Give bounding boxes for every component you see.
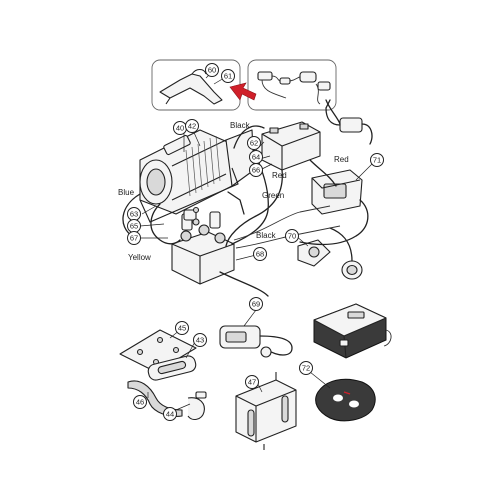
callout-43: 43 bbox=[193, 333, 207, 347]
callout-67: 67 bbox=[127, 231, 141, 245]
control-module bbox=[311, 169, 363, 215]
wire-label-black-low: Black bbox=[256, 231, 277, 240]
mounting-plate bbox=[119, 329, 197, 373]
callout-70: 70 bbox=[285, 229, 299, 243]
callout-71: 71 bbox=[370, 153, 384, 167]
callout-61: 61 bbox=[221, 69, 235, 83]
callout-47: 47 bbox=[245, 375, 259, 389]
callout-44: 44 bbox=[163, 407, 177, 421]
winch-assembly bbox=[139, 129, 255, 223]
wire-label-blue: Blue bbox=[118, 188, 135, 197]
callout-64: 64 bbox=[249, 150, 263, 164]
rocker-switch bbox=[297, 239, 331, 267]
wireless-control-box bbox=[313, 303, 392, 359]
hook-strap bbox=[127, 380, 183, 417]
wireless-remote bbox=[315, 378, 376, 422]
callout-65: 65 bbox=[127, 219, 141, 233]
callout-label: 69 bbox=[252, 300, 260, 309]
callout-label: 43 bbox=[196, 336, 204, 345]
callout-label: 61 bbox=[224, 72, 232, 81]
callout-label: 72 bbox=[302, 364, 310, 373]
wire-label-black-top: Black bbox=[230, 121, 251, 130]
callout-69: 69 bbox=[249, 297, 263, 311]
callout-72: 72 bbox=[299, 361, 313, 375]
callout-63: 63 bbox=[127, 207, 141, 221]
callout-label: 47 bbox=[248, 378, 256, 387]
circuit-breaker bbox=[325, 99, 373, 145]
wire-label-red-right: Red bbox=[334, 155, 349, 164]
callout-label: 44 bbox=[166, 410, 174, 419]
callout-42: 42 bbox=[185, 119, 199, 133]
hawse-fairlead bbox=[147, 355, 197, 381]
contactor bbox=[171, 211, 235, 285]
callout-label: 66 bbox=[252, 166, 260, 175]
callout-label: 64 bbox=[252, 153, 260, 162]
callout-label: 67 bbox=[130, 234, 138, 243]
callout-68: 68 bbox=[253, 247, 267, 261]
callout-60: 60 bbox=[205, 63, 219, 77]
callout-46: 46 bbox=[133, 395, 147, 409]
red-arrow-icon bbox=[229, 82, 257, 101]
callout-45: 45 bbox=[175, 321, 189, 335]
wire-label-red-mid: Red bbox=[272, 171, 287, 180]
callout-62: 62 bbox=[247, 136, 261, 150]
callout-label: 40 bbox=[176, 124, 184, 133]
callout-40: 40 bbox=[173, 121, 187, 135]
callout-label: 42 bbox=[188, 122, 196, 131]
callout-label: 45 bbox=[178, 324, 186, 333]
remote-socket bbox=[329, 227, 363, 280]
callout-label: 68 bbox=[256, 250, 264, 259]
callout-label: 60 bbox=[208, 66, 216, 75]
wire-label-yellow: Yellow bbox=[128, 253, 151, 262]
wired-remote bbox=[219, 325, 293, 358]
hook bbox=[187, 391, 207, 421]
callout-66: 66 bbox=[249, 163, 263, 177]
callout-label: 70 bbox=[288, 232, 296, 241]
roller-fairlead bbox=[235, 372, 297, 450]
callout-label: 71 bbox=[373, 156, 381, 165]
wire-label-green: Green bbox=[262, 191, 284, 200]
callout-label: 46 bbox=[136, 398, 144, 407]
battery bbox=[261, 121, 321, 171]
callout-label: 62 bbox=[250, 139, 258, 148]
callout-label: 65 bbox=[130, 222, 138, 231]
callout-label: 63 bbox=[130, 210, 138, 219]
